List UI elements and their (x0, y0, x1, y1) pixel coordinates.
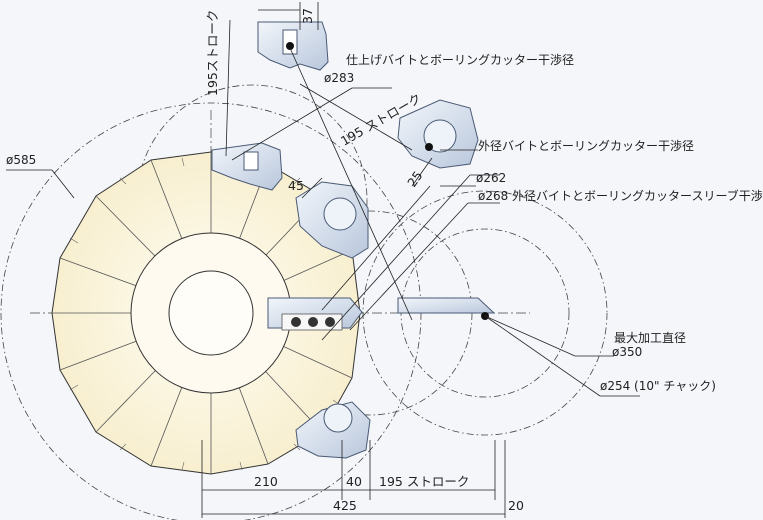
label-d283: ø283 (324, 71, 354, 85)
label-dim-210: 210 (254, 474, 278, 489)
label-dim-25: 25 (404, 168, 425, 190)
label-d585: ø585 (6, 153, 36, 167)
label-dim-37: 37 (300, 8, 315, 24)
leader-lines (6, 47, 640, 397)
label-dim-40: 40 (346, 474, 362, 489)
turret-body (51, 151, 361, 475)
label-stroke-top: 195ストローク (205, 10, 220, 96)
label-dim-45: 45 (288, 178, 304, 193)
label-dim-20: 20 (508, 498, 524, 513)
label-od-interference: 外径バイトとボーリングカッター干渉径 (478, 138, 694, 153)
label-d254: ø254 (10" チャック) (600, 379, 716, 393)
label-stroke-bottom: 195 ストローク (379, 474, 469, 489)
bar-screws (281, 313, 343, 331)
dimension-lines (201, 2, 506, 518)
label-d268: ø268 外径バイトとボーリングカッタースリーブ干渉径 (478, 188, 763, 203)
label-d262: ø262 (476, 171, 506, 185)
label-dim-425: 425 (333, 498, 357, 513)
label-max-dia-title: 最大加工直径 (614, 331, 686, 345)
label-d350: ø350 (612, 345, 642, 359)
label-boring-interference: 仕上げバイトとボーリングカッター干渉径 (346, 52, 574, 67)
